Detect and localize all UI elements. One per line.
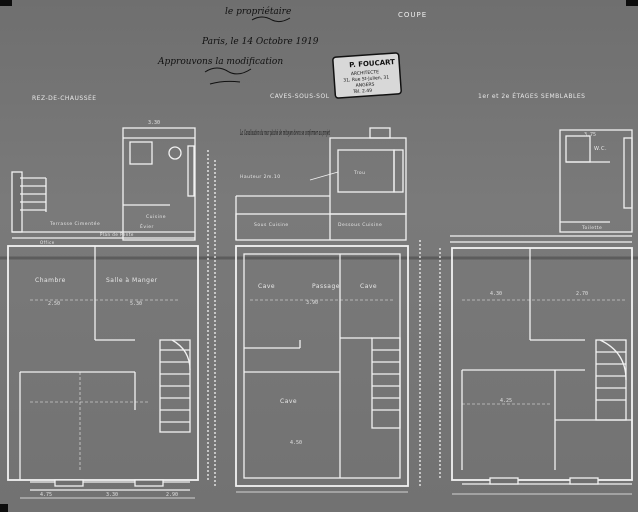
dimension: 5.30 (130, 301, 142, 307)
plan-etages (439, 129, 633, 495)
corner-mark (0, 0, 12, 6)
sous-cuisine-label: Sous Cuisine (254, 222, 289, 228)
terrasse-label: Terrasse Cimentée (49, 220, 100, 227)
plan-rdc (7, 127, 209, 499)
office-label: Office (40, 240, 55, 245)
dessous-cuisine-label: Dessous Cuisine (338, 222, 382, 228)
dimension: 4.25 (500, 398, 512, 404)
handwritten-top: le propriétaire (225, 6, 291, 17)
stamp-line2: 31, Rue St-Julien, 31 (343, 74, 389, 83)
handwritten-date: Paris, le 14 Octobre 1919 (201, 37, 319, 47)
stamp-line4: Tél. 2.49 (352, 87, 372, 95)
cuisine-label: Cuisine (146, 214, 166, 220)
plan-caves (214, 127, 421, 493)
corner-mark (0, 504, 8, 512)
dimension: 4.50 (290, 440, 302, 446)
cave-label-1: Cave (258, 283, 275, 290)
dimension: 4.30 (490, 291, 502, 297)
hauteur-label: Hauteur 2m.10 (240, 174, 281, 180)
dimension: 4.75 (40, 492, 52, 498)
corner-mark (626, 0, 638, 6)
architect-stamp: P. FOUCART ARCHITECTE 31, Rue St-Julien,… (332, 52, 402, 99)
stamp-line3: ANGERS (356, 82, 375, 89)
plan-title-etages: 1er et 2e ÉTAGES SEMBLABLES (478, 92, 585, 100)
canalisation-note: La Canalisation du mur plaché de mitoyen… (240, 129, 330, 137)
stamp-name: P. FOUCART (349, 58, 395, 69)
signature-2 (204, 67, 252, 85)
cave-label-3: Cave (280, 398, 297, 405)
passage-label: Passage (312, 283, 340, 290)
stamp-line1: ARCHITECTE (351, 69, 380, 77)
dimension: 3.30 (148, 120, 160, 126)
plan-de-pente-label: Plan de Pente (100, 232, 134, 237)
toilette-label: Toilette (581, 225, 602, 231)
dimension: 3.90 (306, 300, 318, 306)
coupe-title: COUPE (398, 11, 427, 19)
evier-label: Évier (140, 222, 154, 230)
dimension: 2.50 (48, 301, 60, 307)
handwritten-approval: Approuvons la modification (157, 57, 283, 67)
chambre-label: Chambre (35, 277, 66, 284)
dimension: 3.75 (584, 132, 596, 138)
plan-title-rdc: REZ-DE-CHAUSSÉE (32, 94, 97, 102)
wc-etage-label: W.C. (594, 146, 607, 152)
dimension: 3.30 (106, 492, 118, 498)
salle-manger-label: Salle à Manger (106, 277, 158, 284)
cave-label-2: Cave (360, 283, 377, 290)
dimension: 2.90 (166, 492, 178, 498)
dimension: 2.70 (576, 291, 588, 297)
signature-1 (251, 16, 291, 23)
plan-title-caves: CAVES-SOUS-SOL (270, 93, 330, 100)
caves-trou-label: Trou (353, 170, 365, 176)
